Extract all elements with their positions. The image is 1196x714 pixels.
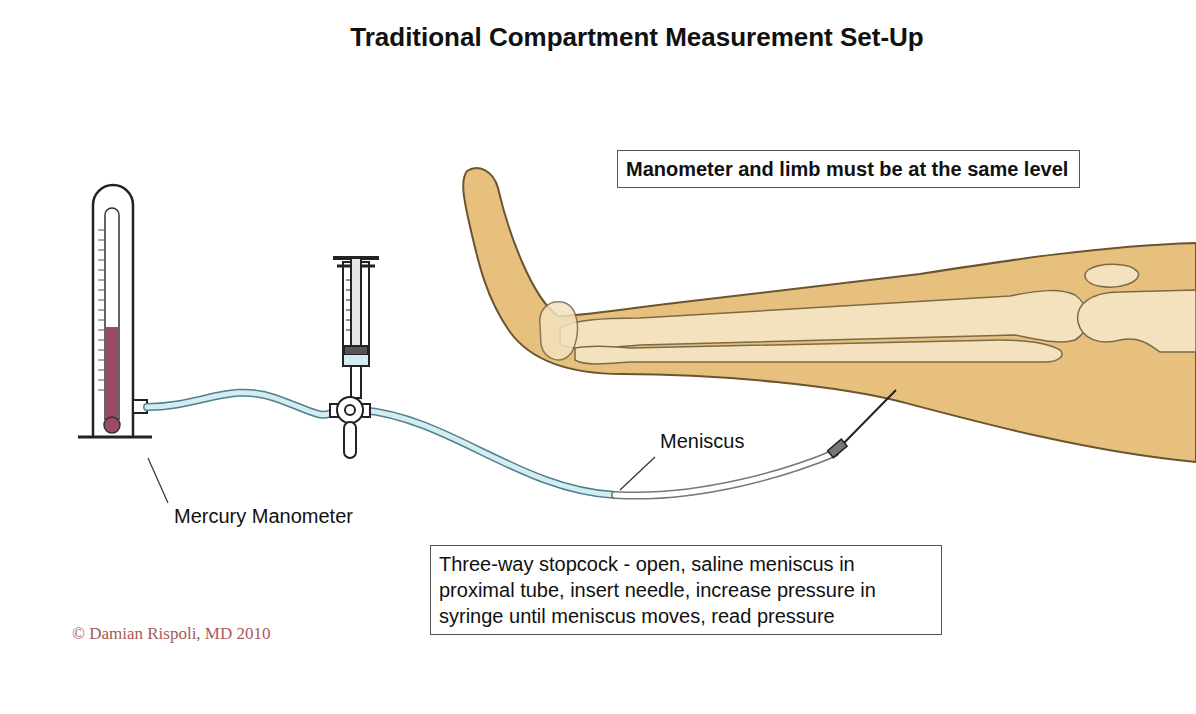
instruction-box: Three-way stopcock - open, saline menisc… [430,545,942,635]
leg [463,168,1196,462]
leader-line [620,457,655,490]
part-label: Meniscus [660,430,744,453]
needle [828,390,896,458]
mercury-manometer [78,185,152,437]
syringe [333,258,379,398]
diagram-title: Traditional Compartment Measurement Set-… [350,22,924,53]
note-box: Manometer and limb must be at the same l… [617,150,1080,188]
box-text: Three-way stopcock - open, saline menisc… [439,551,933,629]
copyright-notice: © Damian Rispoli, MD 2010 [72,624,271,644]
box-text: Manometer and limb must be at the same l… [626,156,1071,182]
part-label: Mercury Manometer [174,505,353,528]
three-way-stopcock [330,397,370,458]
leader-line [148,458,168,503]
